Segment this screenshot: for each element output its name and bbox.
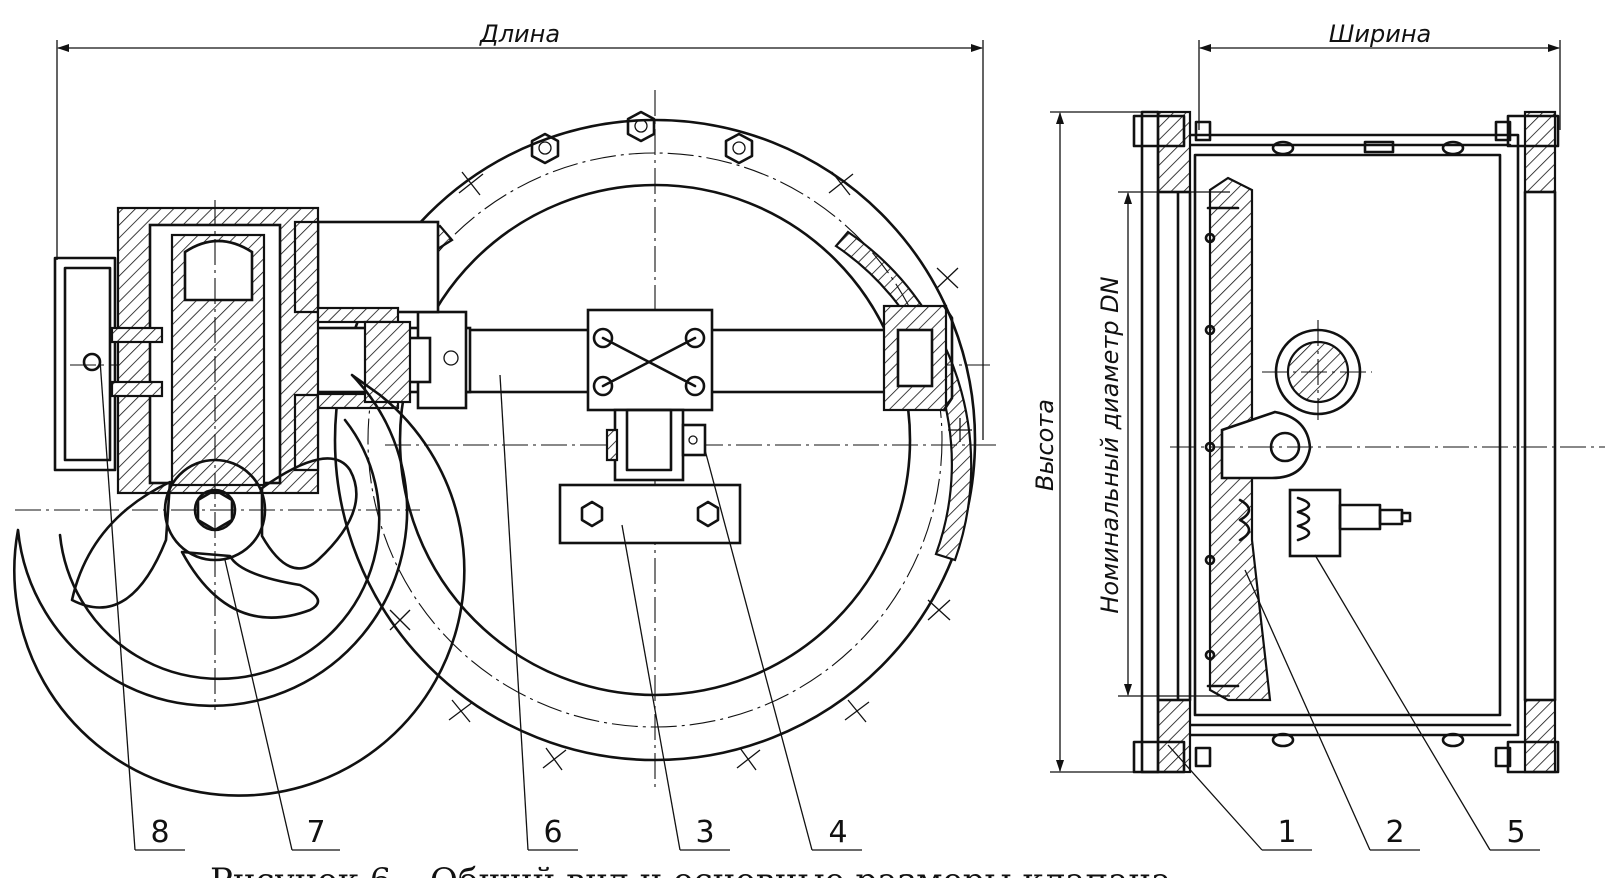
nominal-diameter-label: Номинальный диаметр DN bbox=[1096, 276, 1124, 613]
front-view bbox=[13, 90, 1000, 797]
right-flange bbox=[1523, 110, 1557, 194]
callout-6: 6 bbox=[543, 815, 562, 850]
figure-caption: Рисунок 6 – Общий вид и основные размеры… bbox=[210, 861, 1171, 878]
callout-1: 1 bbox=[1277, 815, 1296, 850]
callout-8: 8 bbox=[150, 815, 169, 850]
body-frame bbox=[1176, 133, 1520, 737]
callout-2: 2 bbox=[1385, 815, 1404, 850]
side-view bbox=[1132, 110, 1605, 774]
height-label: Высота bbox=[1031, 399, 1059, 491]
callout-7: 7 bbox=[306, 815, 325, 850]
callout-3: 3 bbox=[695, 815, 714, 850]
weight-plate bbox=[558, 483, 742, 545]
callout-4: 4 bbox=[828, 815, 847, 850]
ring-bolt-marks bbox=[389, 171, 972, 771]
callout-5: 5 bbox=[1506, 815, 1525, 850]
leader-lines bbox=[99, 359, 1540, 851]
gearbox-cover bbox=[316, 220, 440, 314]
top-hex-nuts bbox=[530, 110, 754, 165]
corner-bolts bbox=[1132, 114, 1560, 774]
width-label: Ширина bbox=[1329, 20, 1432, 48]
dimensions bbox=[56, 40, 1561, 773]
length-label: Длина bbox=[479, 20, 560, 48]
limit-switch bbox=[1288, 488, 1412, 558]
motor-box bbox=[53, 256, 117, 472]
